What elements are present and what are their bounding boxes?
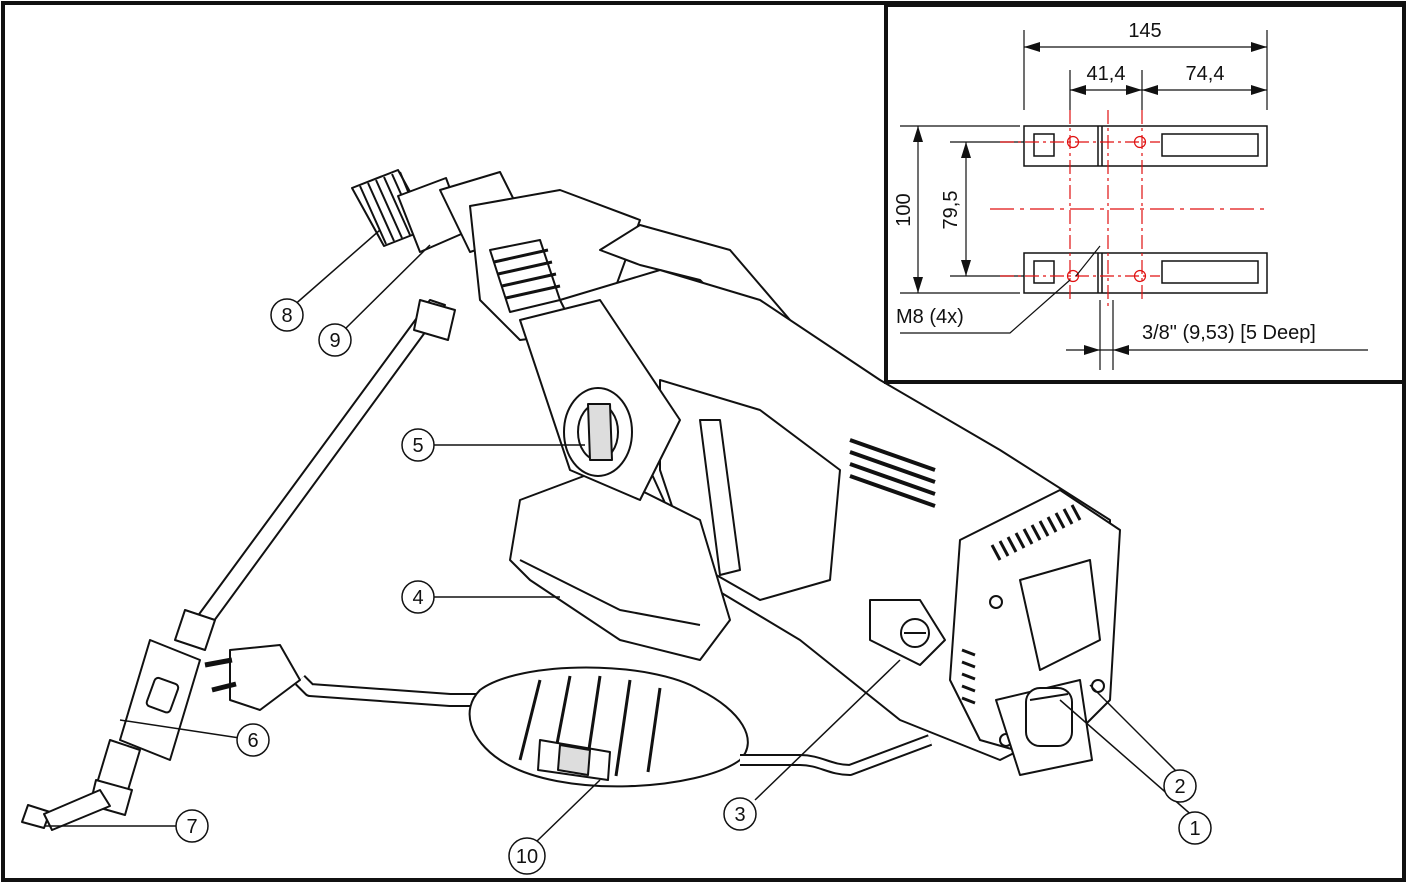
callout-label-4: 4 xyxy=(412,587,423,609)
machine-drawing xyxy=(21,169,1121,831)
callout-4: 4 xyxy=(401,580,435,614)
dim-thread-note: M8 (4x) xyxy=(896,306,964,328)
dim-overall-height: 100 xyxy=(893,193,915,226)
callout-5: 5 xyxy=(401,428,435,462)
callout-label-7: 7 xyxy=(186,816,197,838)
callout-label-2: 2 xyxy=(1174,776,1185,798)
callout-label-5: 5 xyxy=(412,435,423,457)
dim-slot-length: 74,4 xyxy=(1186,63,1225,85)
callout-label-1: 1 xyxy=(1189,818,1200,840)
callout-9: 9 xyxy=(318,323,352,357)
callout-label-6: 6 xyxy=(247,730,258,752)
side-button xyxy=(869,599,946,666)
gear-selector xyxy=(519,299,681,501)
callout-7: 7 xyxy=(175,809,209,843)
callout-10: 10 xyxy=(508,837,546,875)
top-vents xyxy=(849,438,936,508)
dim-slot-note: 3/8" (9,53) [5 Deep] xyxy=(1142,322,1316,344)
callout-3: 3 xyxy=(723,797,757,831)
callout-1: 1 xyxy=(1178,811,1212,845)
dim-overall-width: 145 xyxy=(1128,20,1161,42)
inset-frame xyxy=(884,3,1406,384)
mounting-inset: 145 41,4 74,4 100 79,5 M8 (4x) 3/8" (9,5… xyxy=(884,3,1406,384)
callout-label-10: 10 xyxy=(516,846,538,868)
callout-label-8: 8 xyxy=(281,305,292,327)
callout-6: 6 xyxy=(236,723,270,757)
callout-2: 2 xyxy=(1163,769,1197,803)
callout-label-3: 3 xyxy=(734,804,745,826)
dim-hole-spacing: 41,4 xyxy=(1087,63,1126,85)
callout-label-9: 9 xyxy=(329,330,340,352)
callout-8: 8 xyxy=(270,298,304,332)
power-switch xyxy=(995,679,1093,776)
water-hose xyxy=(21,299,456,831)
dim-hole-row-spacing: 79,5 xyxy=(940,191,962,230)
power-cord xyxy=(204,644,933,788)
